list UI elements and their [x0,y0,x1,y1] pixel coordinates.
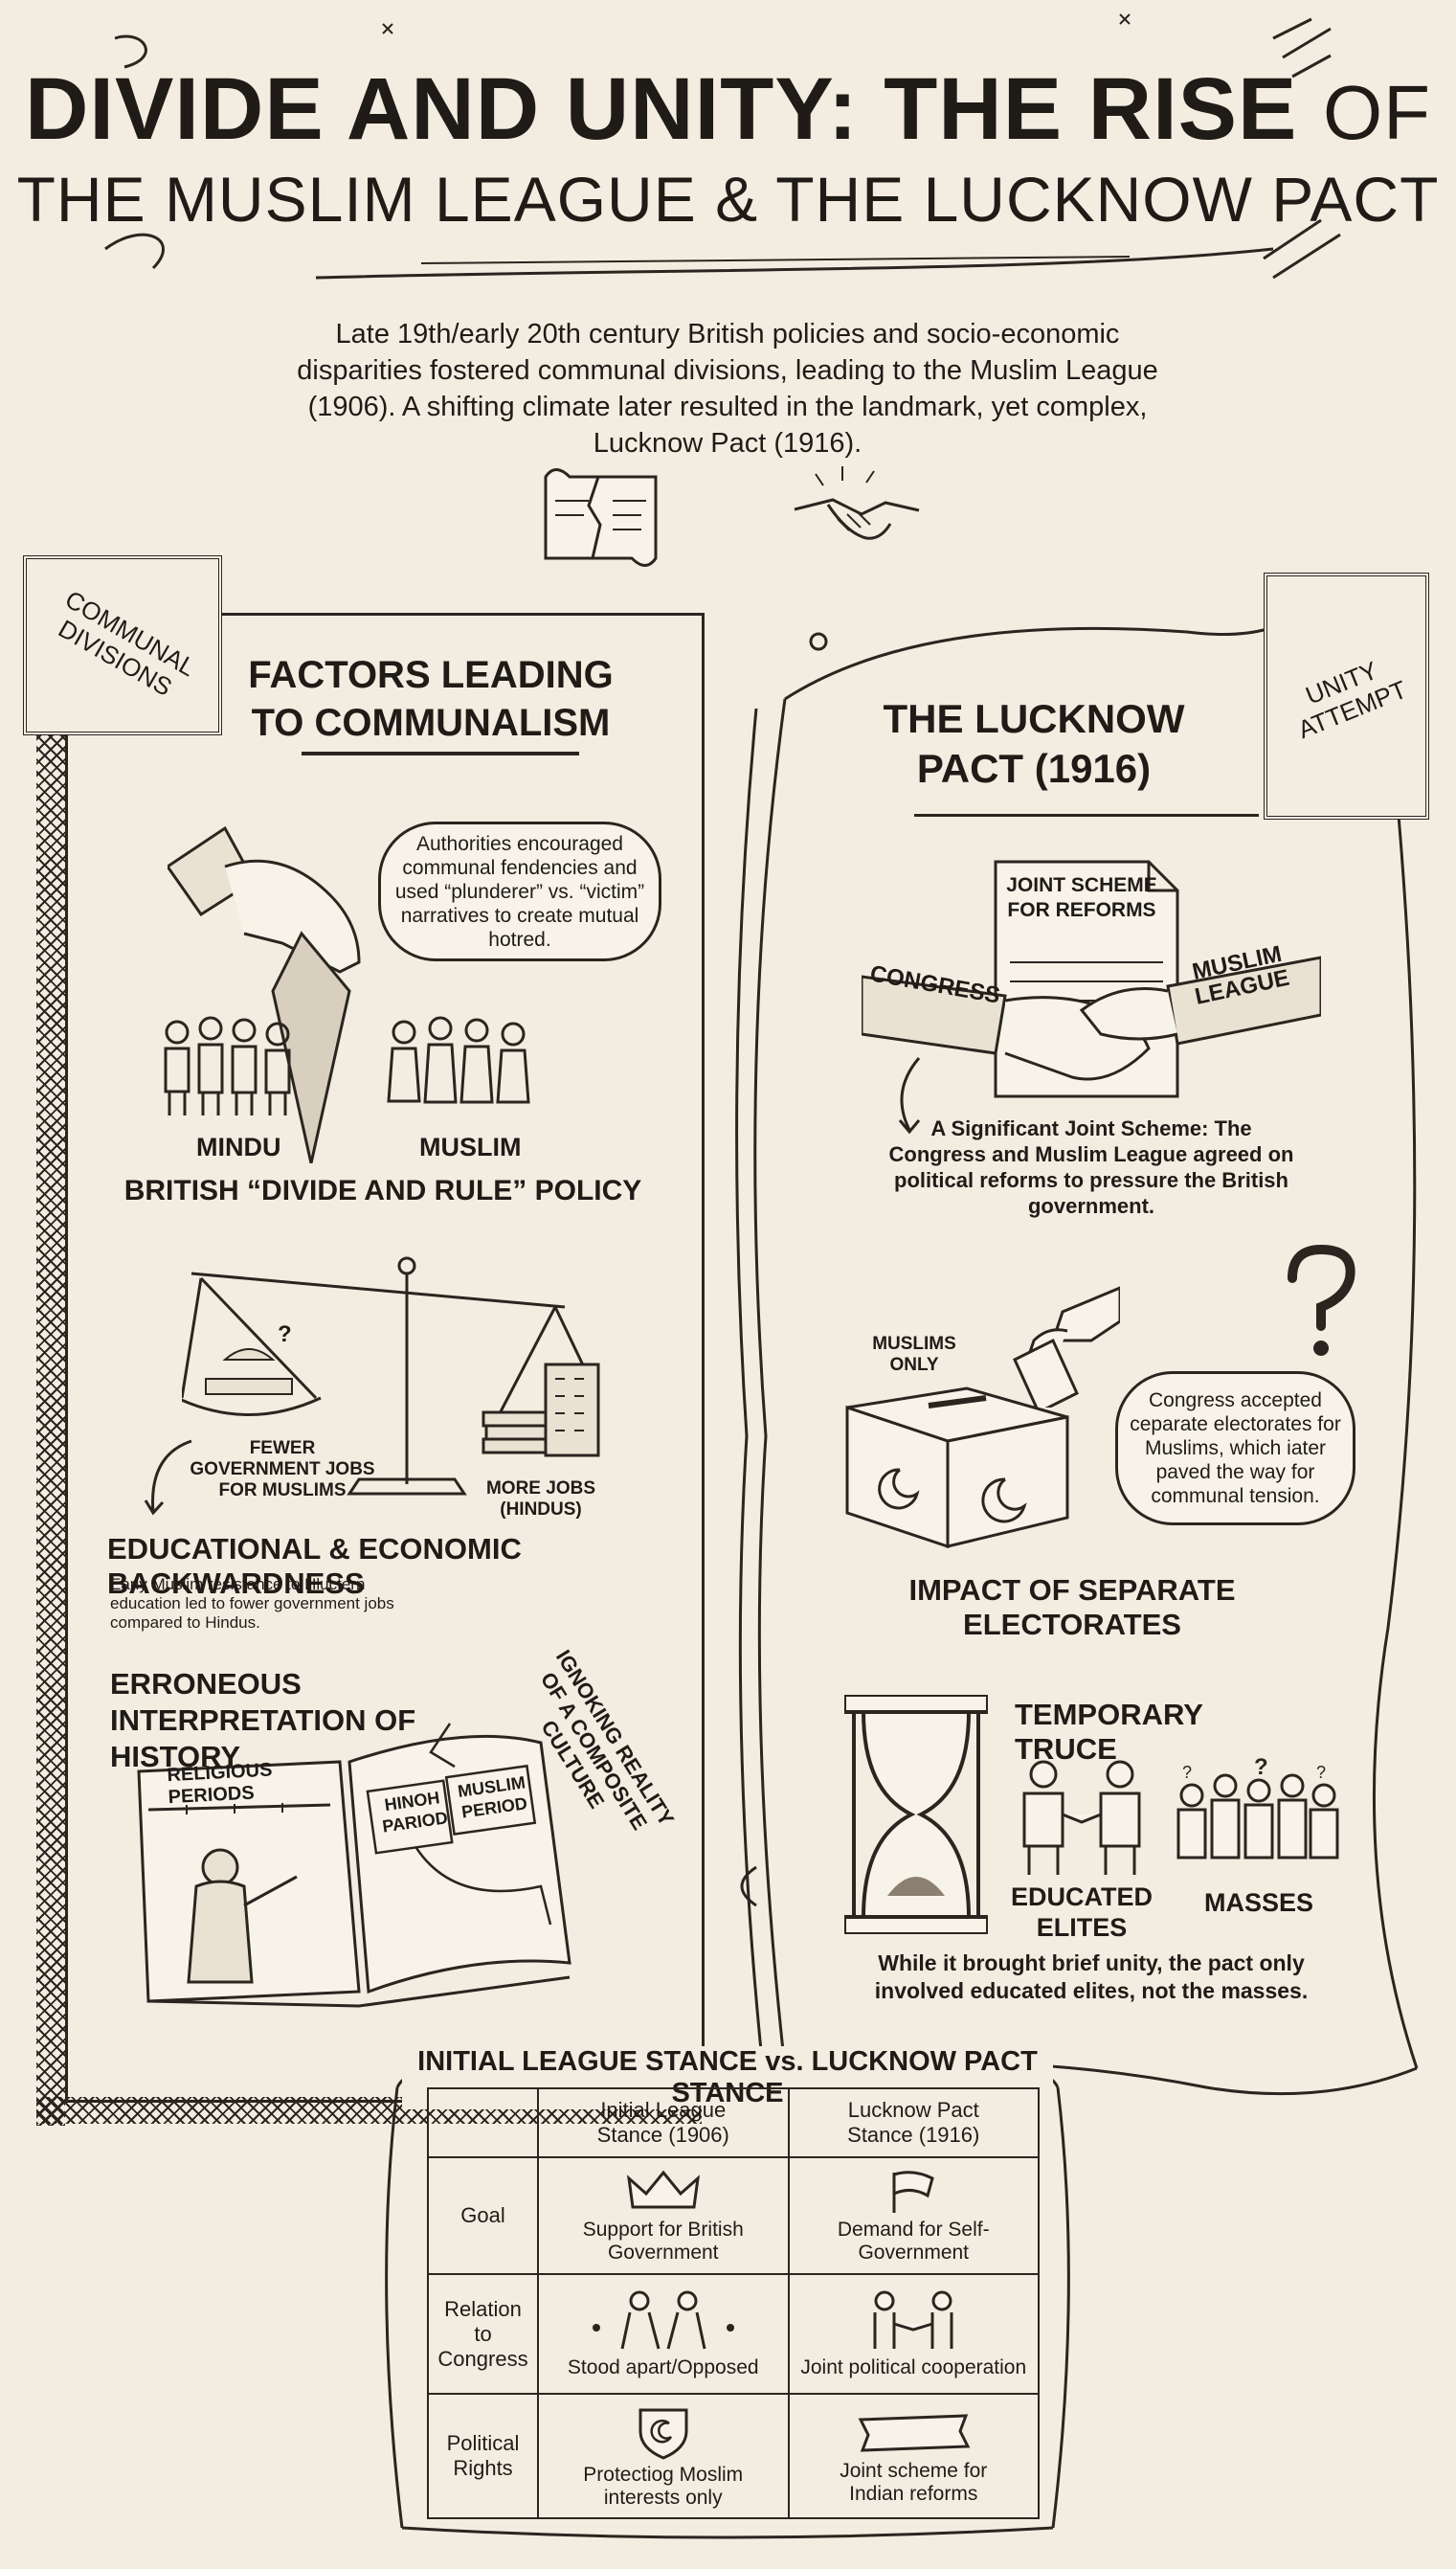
divide-rule-caption: BRITISH “DIVIDE AND RULE” POLICY [123,1175,642,1206]
row-label-goal: Goal [426,2156,540,2275]
goal-pact-cell: Demand for Self-Government [787,2156,1040,2275]
comparison-col2-header: Lucknow Pact Stance (1916) [787,2087,1040,2158]
relation-initial-text: Stood apart/Opposed [567,2355,759,2378]
comparison-row-rights: Political Rights Protectiog Moslim inter… [426,2393,1040,2519]
truce-caption: While it brought brief unity, the pact o… [874,1950,1309,2003]
comparison-row-goal: Goal Support for British Government Dema… [426,2156,1040,2275]
balance-scale-icon [182,1256,584,1496]
joint-scheme-caption: A Significant Joint Scheme: The Congress… [888,1116,1294,1218]
rights-initial-text: Protectiog Moslim interests only [583,2464,744,2509]
handshake-icon [794,466,920,540]
left-panel-hatched-border [36,728,65,2126]
rights-pact-text: Joint scheme for Indian reforms [840,2460,988,2505]
left-panel-frame [65,613,705,2103]
main-title-line2: THE MUSLIM LEAGUE & THE LUCKNOW PACT [16,164,1440,235]
hourglass-icon [844,1695,988,1934]
hindu-label: MINDU [196,1133,281,1161]
right-panel-heading: THE LUCKNOW PACT (1916) [883,696,1185,791]
title-of-text: OF [1322,70,1432,155]
comparison-col1-header: Initial League Stance (1906) [537,2087,790,2158]
communal-divisions-stamp-text: COMMUNAL DIVISIONS [54,584,201,702]
flag-icon [892,2171,935,2213]
relation-initial-cell: Stood apart/Opposed [537,2273,790,2395]
row-label-relation: Relation to Congress [426,2273,540,2395]
temporary-truce-heading: TEMPORARY TRUCE [1015,1698,1203,1766]
apart-figures-icon [592,2290,734,2349]
handshake-figures-icon [873,2290,953,2349]
row-label-rights: Political Rights [426,2393,540,2519]
more-jobs-label: MORE JOBS (HINDUS) [485,1478,596,1520]
muslims-only-label: MUSLIMS ONLY [872,1334,956,1375]
congress-league-handshake-icon [862,956,1321,1081]
relation-pact-text: Joint political cooperation [800,2355,1027,2378]
scroll-banner-icon [858,2414,971,2452]
goal-pact-text: Demand for Self-Government [837,2219,990,2264]
left-panel-heading: FACTORS LEADING TO COMMUNALISM [248,654,614,744]
left-heading-underline [302,752,579,755]
torn-scroll-icon [544,468,658,567]
ballot-box-icon [845,1386,1069,1549]
muslim-group-icon [387,1016,530,1104]
intro-paragraph: Late 19th/early 20th century British pol… [297,319,1158,459]
communal-divisions-stamp: COMMUNAL DIVISIONS [23,555,222,735]
muslim-label: MUSLIM [419,1133,522,1161]
scale-question-mark: ? [278,1321,292,1347]
comparison-corner-cell [426,2087,540,2158]
question-mark-icon [1288,1245,1355,1356]
right-panel-flourish-border [735,611,1419,2098]
electorates-thought-bubble: Congress accepted ceparate electorates f… [1115,1371,1355,1525]
svg-text:?: ? [1254,1757,1268,1780]
open-history-book-icon [137,1723,571,2008]
books-building-icon [482,1363,600,1457]
svg-text:?: ? [1316,1763,1326,1782]
main-title-line1: DIVIDE AND UNITY: THE RISE OF [0,59,1456,160]
right-heading-underline [914,814,1259,817]
separate-electorates-caption: IMPACT OF SEPARATE ELECTORATES [908,1573,1236,1641]
comparison-header-row: Initial League Stance (1906) Lucknow Pac… [426,2087,1040,2158]
joint-scheme-doc-title: JOINT SCHEME FOR REFORMS [1006,874,1157,921]
backwardness-caption: EDUCATIONAL & ECONOMIC BACKWARDNESS [107,1532,522,1600]
header: DIVIDE AND UNITY: THE RISE OF THE MUSLIM… [0,0,1456,287]
masses-label: MASSES [1203,1888,1314,1917]
british-hand-knife-icon [168,825,361,1163]
hindu-group-icon [164,1016,291,1115]
comparison-row-relation: Relation to Congress Stood apart/Opposed… [426,2273,1040,2395]
divide-rule-thought-bubble: Authorities encouraged communal fendenci… [378,822,661,961]
comparison-table: Initial League Stance (1906) Lucknow Pac… [426,2087,1040,2519]
unity-attempt-stamp: UNITY ATTEMPT [1264,573,1429,820]
backwardness-detail: Early Muslim resistance to Hluctern educ… [110,1575,394,1632]
fewer-jobs-label: FEWER GOVERNMENT JOBS FOR MUSLIMS [190,1438,375,1500]
goal-initial-text: Support for British Government [582,2219,744,2264]
rights-initial-cell: Protectiog Moslim interests only [537,2393,790,2519]
unity-attempt-stamp-text: UNITY ATTEMPT [1293,655,1411,745]
scheme-arrow-icon [898,1057,921,1135]
rights-pact-cell: Joint scheme for Indian reforms [787,2393,1040,2519]
goal-initial-cell: Support for British Government [537,2156,790,2275]
educated-elites-label: EDUCATED ELITES [1011,1882,1153,1942]
title-main-text: DIVIDE AND UNITY: THE RISE [24,60,1298,158]
curved-arrow-icon [144,1439,192,1516]
history-caption: ERRONEOUS INTERPRETATION OF HISTORY [110,1667,416,1773]
relation-pact-cell: Joint political cooperation [787,2273,1040,2395]
ballot-hand-icon [1013,1286,1120,1408]
educated-elites-icon [1022,1760,1141,1875]
crown-icon [626,2170,700,2209]
header-decor-scribbles [104,13,1341,280]
svg-text:?: ? [1182,1763,1192,1782]
crescent-shield-icon [638,2408,688,2460]
masses-crowd-icon: ? ? ? [1176,1757,1339,1859]
